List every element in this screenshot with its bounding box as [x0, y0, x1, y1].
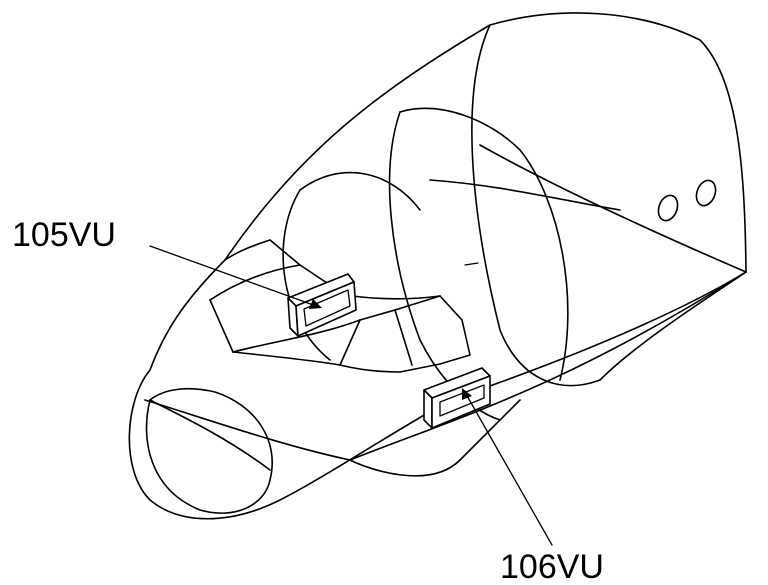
fuselage-outline: [128, 12, 747, 520]
callout-106vu-label: 106VU: [500, 548, 604, 585]
longitudinal-lines: [144, 144, 747, 461]
callout-105vu-label: 105VU: [12, 216, 116, 254]
arrowhead-icon: [462, 388, 472, 400]
frame-rings: [282, 24, 747, 477]
windows: [657, 179, 717, 222]
panel-105vu-box: [287, 273, 357, 337]
arrowhead-icon: [309, 299, 322, 309]
panel-106vu-box: [423, 367, 491, 429]
leader-105vu: [149, 245, 322, 309]
leader-106vu: [462, 388, 553, 546]
nose-cone: [145, 387, 273, 514]
detail-marks: [464, 262, 479, 266]
